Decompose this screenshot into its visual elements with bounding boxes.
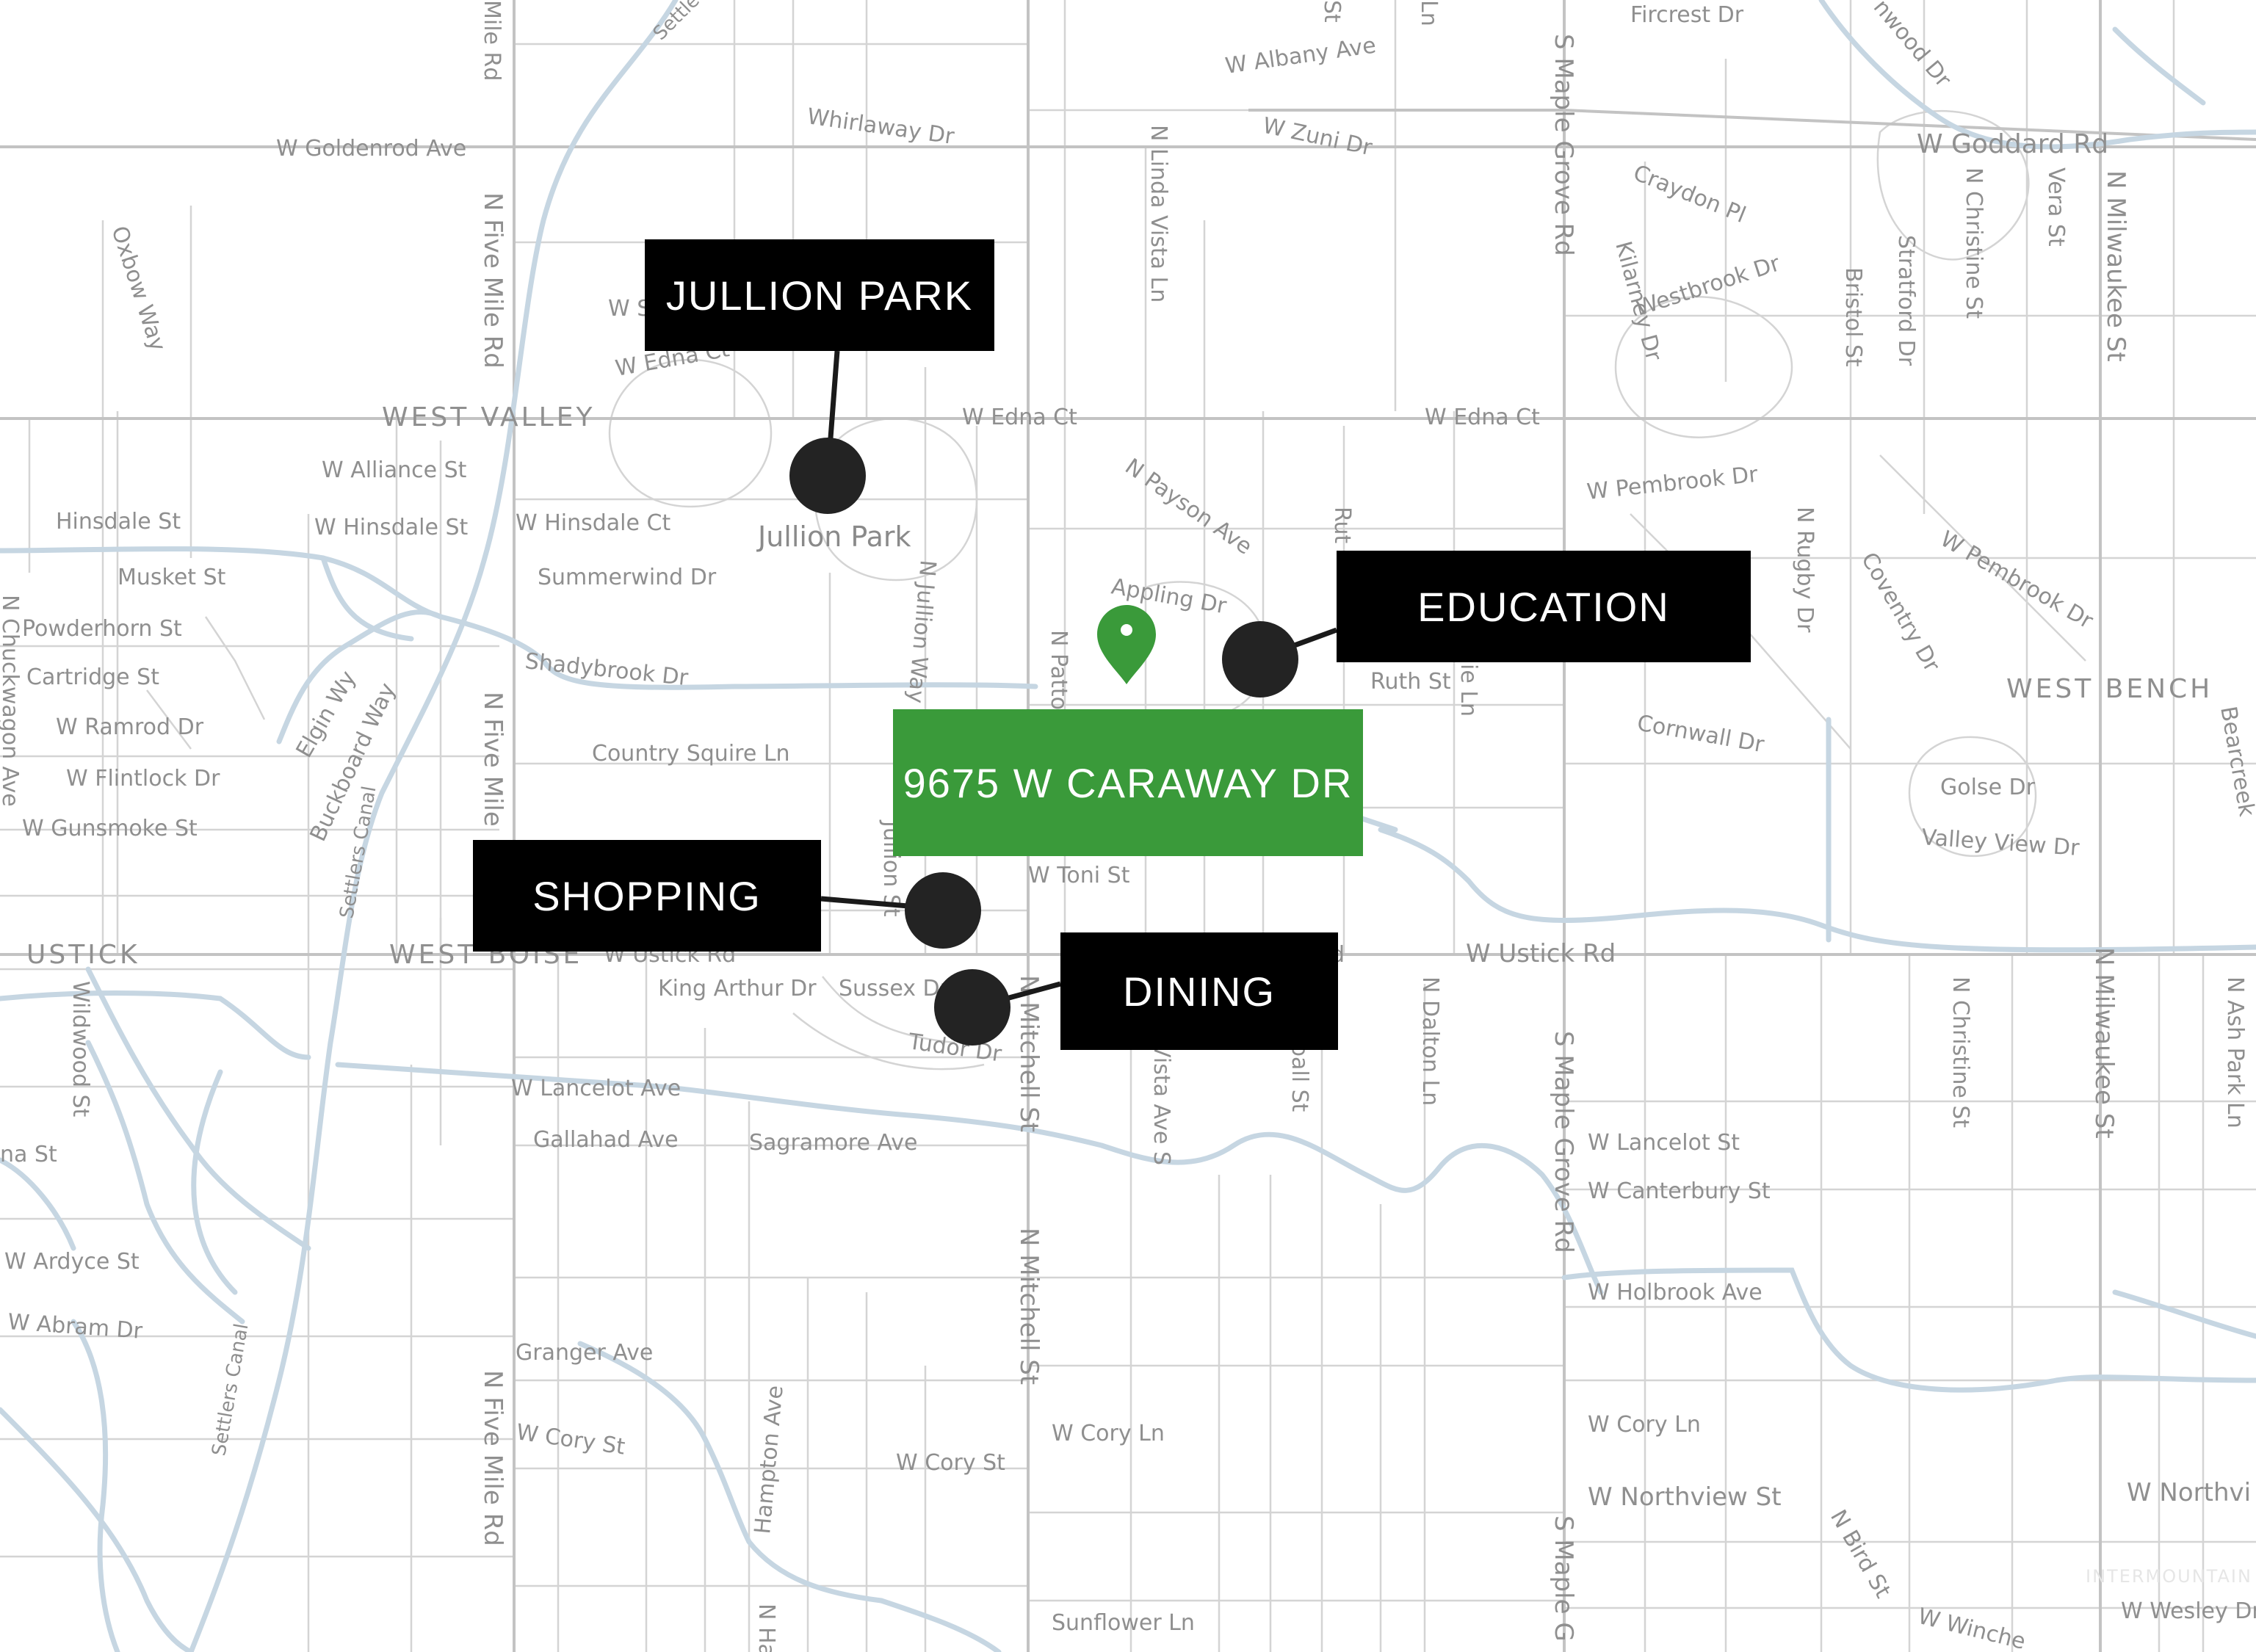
street-label: Wildwood St: [68, 981, 93, 1117]
park-marker-dot: [789, 438, 866, 514]
street-label: W Canterbury St: [1588, 1178, 1771, 1204]
street-label: Mile Rd: [479, 0, 505, 81]
street-label: W Alliance St: [322, 457, 467, 483]
street-label: W Goldenrod Ave: [276, 136, 466, 162]
street-label: W Wesley Dr: [2121, 1598, 2256, 1624]
street-label: W Hinsdale Ct: [516, 510, 670, 536]
street-label: Sunflower Ln: [1052, 1610, 1195, 1636]
street-label: W Ramrod Dr: [56, 714, 204, 740]
street-label: Country Squire Ln: [592, 741, 790, 767]
street-label: N Five Mile Rd: [478, 192, 507, 369]
property-address-banner[interactable]: 9675 W CARAWAY DR: [893, 709, 1363, 856]
street-label: pall St: [1287, 1043, 1312, 1112]
street-label: W Goddard Rd: [1917, 129, 2108, 159]
street-label: Vista Ave S: [1149, 1043, 1174, 1165]
education-marker-dot: [1222, 621, 1298, 698]
street-label: N Ash Park Ln: [2222, 977, 2248, 1128]
street-label: S Maple Grove Rd: [1549, 1031, 1578, 1253]
jullion-park-callout[interactable]: JULLION PARK: [645, 239, 994, 351]
street-label: Sagramore Ave: [749, 1130, 917, 1156]
street-label: W S: [608, 296, 651, 322]
street-label: N Milwaukee St: [2089, 947, 2119, 1139]
street-label: N Christine St: [1961, 167, 1986, 319]
street-label: Summerwind Dr: [538, 565, 717, 590]
street-label: W Hinsdale St: [314, 515, 469, 540]
street-label: N Dalton Ln: [1417, 977, 1443, 1106]
street-label: King Arthur Dr: [658, 976, 817, 1001]
street-label: N Rugby Dr: [1792, 507, 1818, 633]
street-label: N Five Mile Rd: [478, 1370, 507, 1546]
street-label: N Mitchell St: [1014, 975, 1044, 1132]
street-label: S Maple G: [1549, 1515, 1578, 1642]
street-label: W Lancelot St: [1588, 1130, 1740, 1156]
street-label: W Northvi: [2127, 1478, 2251, 1507]
street-label: Fircrest Dr: [1630, 2, 1744, 28]
street-label: N Chuckwagon Ave: [0, 595, 23, 807]
street-label: W Flintlock Dr: [66, 766, 220, 791]
street-label: Granger Ave: [516, 1340, 653, 1366]
street-label: N Linda Vista Ln: [1146, 125, 1171, 302]
street-label: N Milwaukee St: [2101, 170, 2130, 362]
street-label: Golse Dr: [1940, 775, 2036, 800]
shopping-callout[interactable]: SHOPPING: [473, 840, 821, 952]
street-label: N Christine St: [1948, 977, 1973, 1128]
street-label: Gallahad Ave: [533, 1127, 679, 1153]
street-label: St: [1319, 0, 1345, 23]
street-label: W Cory St: [896, 1450, 1005, 1476]
street-label: Stratford Dr: [1893, 235, 1919, 366]
street-label: Ln: [1416, 0, 1442, 26]
area-west-valley: WEST VALLEY: [382, 402, 595, 432]
street-label: N Five Mile: [478, 692, 507, 827]
location-pin-icon[interactable]: [1097, 605, 1156, 684]
street-label: na St: [0, 1142, 57, 1167]
area-ustick: USTICK: [26, 940, 140, 970]
street-label: W Cory Ln: [1588, 1412, 1701, 1438]
street-label: Sussex Dr: [839, 976, 950, 1001]
street-label: Rut: [1329, 507, 1355, 544]
street-label: Hinsdale St: [56, 509, 181, 535]
street-label: W Ustick Rd: [1466, 939, 1616, 968]
street-label: S Maple Grove Rd: [1549, 34, 1578, 256]
street-label: W Edna Ct: [962, 405, 1077, 430]
street-label: Bristol St: [1840, 267, 1866, 367]
area-west-bench: WEST BENCH: [2006, 674, 2213, 704]
street-label: ie Ln: [1456, 664, 1481, 717]
park-label: Jullion Park: [756, 521, 911, 553]
street-label: W Edna Ct: [1425, 405, 1540, 430]
street-label: W Ardyce St: [4, 1249, 140, 1275]
shopping-marker-dot: [905, 872, 981, 949]
dining-marker-dot: [934, 969, 1010, 1046]
education-callout[interactable]: EDUCATION: [1337, 551, 1751, 662]
street-label: N Patto: [1046, 630, 1071, 710]
watermark: INTERMOUNTAIN: [2086, 1566, 2252, 1587]
street-label: Ruth St: [1370, 669, 1451, 695]
street-label: W Holbrook Ave: [1588, 1280, 1762, 1305]
street-label: W Toni St: [1028, 863, 1130, 888]
street-label: N Ha: [753, 1604, 779, 1652]
street-label: W Cory Ln: [1052, 1421, 1165, 1446]
street-label: W Gunsmoke St: [22, 816, 198, 841]
street-label: Cartridge St: [26, 664, 159, 690]
street-label: N Mitchell St: [1014, 1228, 1044, 1385]
street-label: Powderhorn St: [22, 616, 182, 642]
street-label: W Northview St: [1588, 1482, 1782, 1512]
dining-callout[interactable]: DINING: [1060, 932, 1338, 1050]
street-label: Musket St: [118, 565, 226, 590]
street-label: W Lancelot Ave: [511, 1076, 681, 1101]
street-label: Vera St: [2043, 167, 2069, 247]
